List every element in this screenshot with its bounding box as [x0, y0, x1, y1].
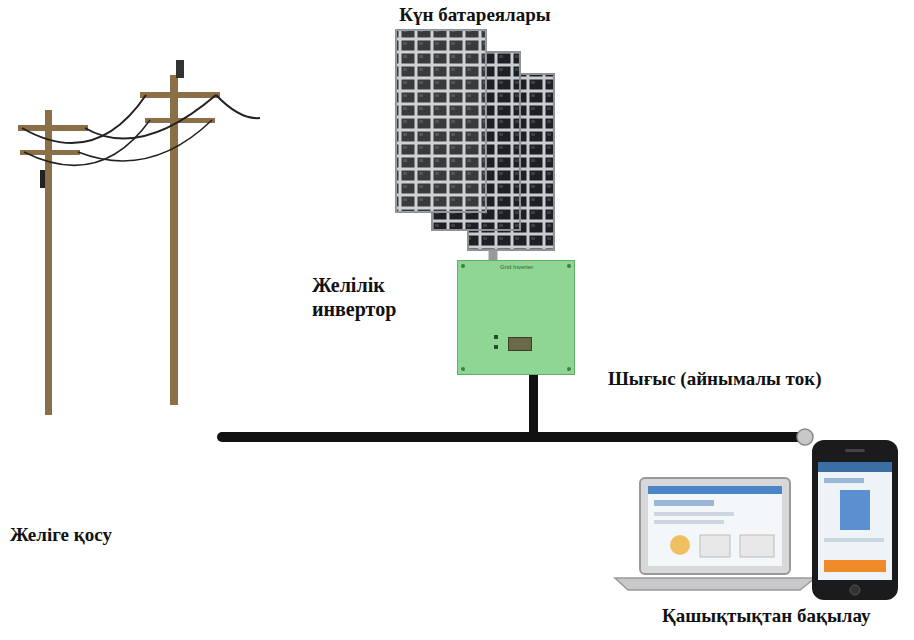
mount-screw — [461, 264, 465, 268]
mount-screw — [567, 367, 571, 371]
panel-stem — [489, 250, 498, 260]
solar-panels — [396, 30, 554, 250]
inverter-label: Желілік инвертор — [312, 273, 444, 321]
ac-bus-line — [222, 429, 813, 445]
inverter-brand: Grid Inverter — [500, 264, 533, 271]
laptop-monitor — [615, 478, 815, 590]
mount-screw — [567, 264, 571, 268]
inverter-display — [508, 337, 532, 351]
solar-panel-group: Күн батареялары — [390, 2, 560, 252]
status-led — [494, 335, 498, 339]
mount-screw — [461, 367, 465, 371]
utility-poles — [18, 60, 260, 415]
remote-monitoring-label: Қашықтықтан бақылау — [662, 605, 870, 628]
status-led — [494, 345, 498, 349]
output-label: Шығыс (айнымалы ток) — [608, 368, 821, 391]
output-stem — [529, 374, 538, 432]
phone-monitor — [812, 440, 898, 600]
grid-inverter: Желілік инверторGrid Inverter — [457, 260, 575, 375]
panel-title: Күн батареялары — [390, 4, 560, 27]
grid-connection-label: Желіге қосу — [10, 524, 112, 547]
